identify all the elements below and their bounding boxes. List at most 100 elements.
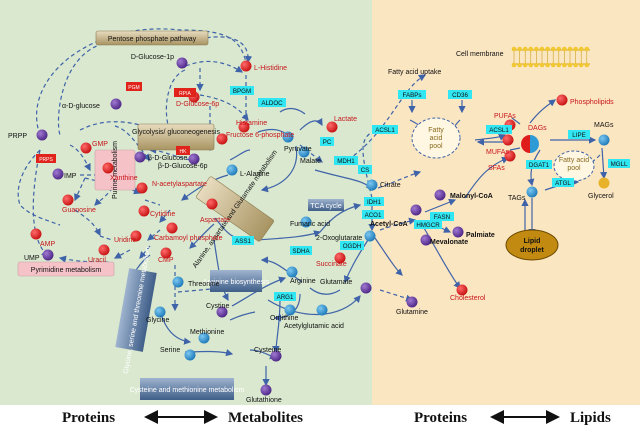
membrane-head [578,46,584,52]
nacetylaspartate-node [136,182,148,194]
bglucose6p-node [188,153,200,165]
pc-tag-label: PC [323,139,332,146]
lipid-droplet-label-line1: Lipid [524,238,541,245]
membrane-head [534,46,539,52]
carbamoyl-label: Carbamoyl phosphate [154,235,223,242]
lipid-droplet [505,229,559,261]
protein-tags: RPIAPGMHKBPGMALDOCPRPSPCMDH1CSIDH1ACO1OG… [36,82,630,301]
glycine-node [154,306,166,318]
fatty-acid-pool-right-label-line2: pool [567,165,581,172]
membrane-head [511,62,517,68]
histamine-node [238,121,250,133]
ogdh-tag [340,241,364,250]
glutathione-label: Glutathione [246,397,282,404]
mags-label: MAGs [594,122,614,129]
bpgm-tag [230,86,254,95]
dglucose1p-node [176,57,188,69]
lhistidine-node [240,60,252,72]
gmp-node [80,142,92,154]
footer-lipids: Lipids [570,410,611,426]
membrane-head [550,46,556,52]
lipe-tag-label: LIPE [572,132,585,139]
fatty-acid-pool-left-label-line3: pool [429,143,443,150]
cytidine-label: Cytidine [150,211,175,218]
fumaric-node [300,216,312,228]
mgll-tag-label: MGLL [611,161,628,168]
lalanine-label: L-Alanine [240,171,270,178]
palmiate-node [452,226,464,238]
mufas-node [502,134,514,146]
tags-node [526,186,538,198]
lipid-region-bg [372,0,640,405]
glycine-label: Glycine [146,317,169,324]
malonylcoa-label: Malonyl-CoA [450,193,493,200]
aspartate-node [206,198,218,210]
ogdh-tag-label: OGDH [343,243,362,250]
tca-label: TCA cycle [310,203,342,210]
cytidine-node [138,205,150,217]
uracil-node [98,244,110,256]
pentose-phosphate-label: Pentose phosphate pathway [108,36,197,43]
phospholipids-label: Phospholipids [570,99,614,106]
dglucose6p-label: D-Glucose-6p [176,101,219,108]
fasn-tag-label: FASN [434,214,450,221]
footer-proteins-left: Proteins [62,410,115,426]
sfas-node [504,150,516,162]
cholesterol-node [456,284,468,296]
citrate-label: Citrate [380,182,401,189]
arginine-box [210,270,262,292]
fabps-tag [398,90,426,99]
bglucose-label: β-D-Glucose [148,155,188,162]
cell-membrane-label: Cell membrane [456,51,504,58]
purine-label: Purine metabolism [112,141,119,199]
uridine-node [130,230,142,242]
glycerol-label: Glycerol [588,193,614,200]
malate-label: Malate [300,158,321,165]
membrane-head [567,62,573,68]
fatty-acid-pool-left-label-line2: acid [430,135,443,142]
mufas-label: MUFAs [486,149,509,156]
membrane-head [545,46,550,52]
cysteine-box [140,378,234,400]
glutathione-node [260,384,272,396]
arg1-tag-label: ARG1 [277,294,294,301]
aco1-tag [362,210,384,219]
membrane-head [562,62,567,68]
sfas-label: SFAs [488,165,505,172]
bglucose6p-label: β-D-Glucose-6p [158,163,208,170]
fatty-acid-pool-left [411,117,461,159]
guanosine-node [62,194,74,206]
cysteine-label: Cysteine [254,347,281,354]
dgat1-tag [526,160,552,169]
acetylglutamic-node [316,304,328,316]
acsl1a-tag [372,125,398,134]
cs-tag-label: CS [361,167,370,174]
succinate-node [334,252,346,264]
xanthine-label: Xanthine [110,175,138,182]
amp-label: AMP [40,241,56,248]
purine-box [94,149,136,191]
carbamoyl-node [166,222,178,234]
acetylglutamic-label: Acetylglutamic acid [284,323,344,330]
lalanine-node [226,164,238,176]
prps-tag [36,154,56,163]
hk-tag-label: HK [180,149,188,155]
uridine-label: Uridine [114,237,136,244]
glycine-box [115,268,157,352]
lipid-droplet-label-line2: droplet [520,247,544,254]
cystine-label: Cystine [206,303,229,310]
citrate-node [366,179,378,191]
lipe-tag [568,130,590,139]
palmiate-label: Palmiate [466,232,495,239]
membrane-heads [511,46,590,68]
mdh1-tag [334,156,358,165]
fasn-tag [430,212,454,221]
aglucose-node [110,98,122,110]
cmp-node [160,247,172,259]
pyrimidine-box [17,261,115,277]
xanthine-node [102,162,114,174]
threonine-node [172,276,184,288]
membrane-head [562,46,567,52]
